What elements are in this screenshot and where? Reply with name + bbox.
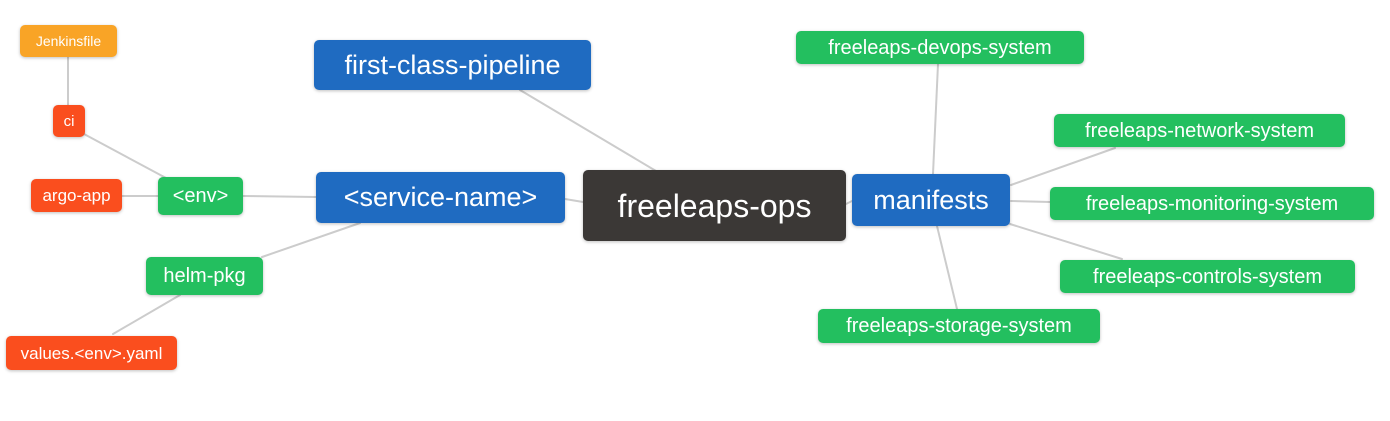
node-values-env-yaml[interactable]: values.<env>.yaml: [6, 336, 177, 370]
edge-manifests-network: [1010, 147, 1116, 186]
node-service-name[interactable]: <service-name>: [316, 172, 565, 223]
edge-env-servicename: [242, 195, 317, 198]
edge-servicename-root: [564, 198, 584, 203]
node-freeleaps-controls-system[interactable]: freeleaps-controls-system: [1060, 260, 1355, 293]
node-first-class-pipeline[interactable]: first-class-pipeline: [314, 40, 591, 90]
node-freeleaps-ops-root[interactable]: freeleaps-ops: [583, 170, 846, 241]
node-freeleaps-network-system[interactable]: freeleaps-network-system: [1054, 114, 1345, 147]
node-ci[interactable]: ci: [53, 105, 85, 137]
node-freeleaps-devops-system[interactable]: freeleaps-devops-system: [796, 31, 1084, 64]
node-argo-app[interactable]: argo-app: [31, 179, 122, 212]
node-jenkinsfile[interactable]: Jenkinsfile: [20, 25, 117, 57]
node-freeleaps-monitoring-system[interactable]: freeleaps-monitoring-system: [1050, 187, 1374, 220]
node-helm-pkg[interactable]: helm-pkg: [146, 257, 263, 295]
edge-manifests-monitoring: [1010, 200, 1051, 203]
edge-manifests-devops: [932, 63, 939, 175]
node-manifests[interactable]: manifests: [852, 174, 1010, 226]
edge-fcp-root: [519, 89, 657, 172]
edge-root-manifests: [845, 200, 853, 205]
edge-values-helmpkg: [112, 294, 181, 335]
edge-manifests-storage: [936, 225, 958, 310]
edge-ci-env: [83, 133, 167, 179]
node-env[interactable]: <env>: [158, 177, 243, 215]
edge-manifests-controls: [1009, 223, 1123, 260]
node-freeleaps-storage-system[interactable]: freeleaps-storage-system: [818, 309, 1100, 343]
edge-helmpkg-servicename: [261, 222, 361, 258]
